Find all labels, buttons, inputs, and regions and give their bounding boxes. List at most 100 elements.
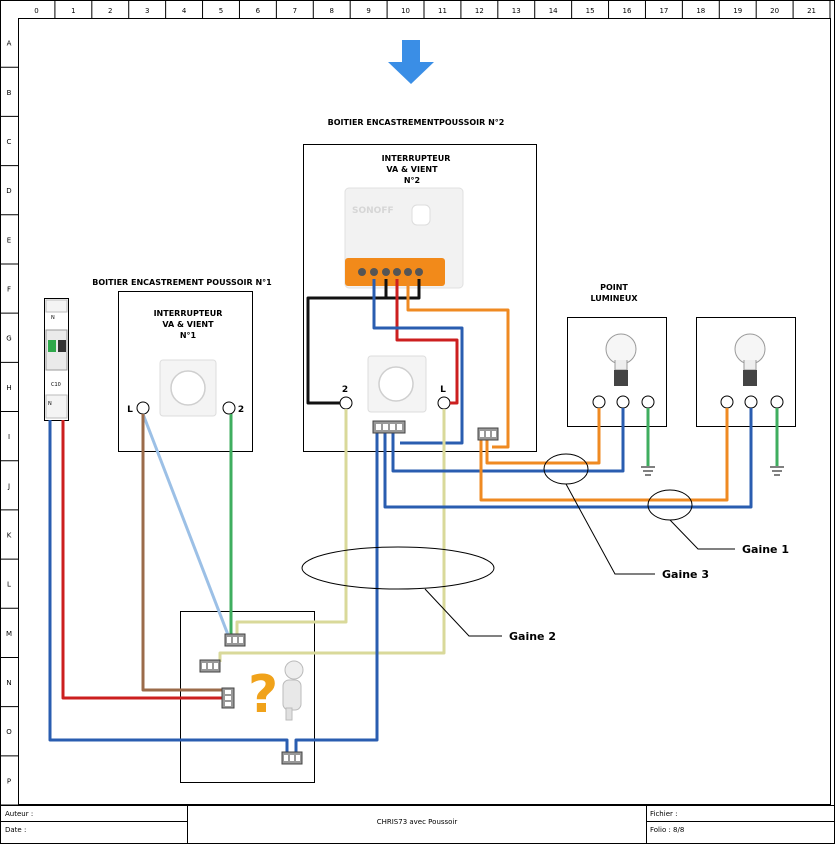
- sonoff-brand-text: SONOFF: [352, 206, 394, 216]
- column-label: 15: [586, 7, 595, 15]
- column-label: 12: [475, 7, 484, 15]
- column-label: 17: [659, 7, 668, 15]
- column-label: 1: [71, 7, 75, 15]
- gaine1-label: Gaine 1: [742, 543, 789, 556]
- row-label: P: [7, 777, 11, 785]
- earth-2-icon: [770, 466, 784, 476]
- column-label: 13: [512, 7, 521, 15]
- terminal-block-jb-3-icon: [221, 687, 235, 709]
- light2-terminal-a: [720, 395, 734, 409]
- box1-frame: [118, 291, 253, 452]
- box2-terminal-2: [339, 396, 353, 410]
- box2-frame: [303, 144, 537, 452]
- title-block: Auteur : Date : CHRIS73 avec Poussoir Fi…: [0, 805, 835, 844]
- row-label: B: [7, 89, 12, 97]
- light-box-2: [696, 317, 796, 427]
- light1-terminal-a: [592, 395, 606, 409]
- box2-terminal-l: [437, 396, 451, 410]
- column-label: 9: [366, 7, 370, 15]
- footer-file: Fichier :: [650, 810, 677, 818]
- terminal-block-jb-4-icon: [281, 751, 303, 765]
- box1-title: BOITIER ENCASTREMENT POUSSOIR N°1: [92, 278, 272, 287]
- box1-terminal-2: [222, 401, 236, 415]
- column-label: 7: [293, 7, 297, 15]
- gaine2-leader: [424, 588, 502, 637]
- row-label: O: [6, 728, 12, 736]
- light2-terminal-b: [744, 395, 758, 409]
- footer-author: Auteur :: [5, 810, 33, 818]
- column-label: 4: [182, 7, 187, 15]
- gaine3-label: Gaine 3: [662, 568, 709, 581]
- column-label: 18: [696, 7, 705, 15]
- box2-terminal-l-label: L: [440, 385, 446, 395]
- row-label: E: [7, 236, 11, 244]
- terminal-block-jb-2-icon: [199, 659, 221, 673]
- column-label: 20: [770, 7, 779, 15]
- column-label: 3: [145, 7, 149, 15]
- column-label: 21: [807, 7, 816, 15]
- breaker-rating: C10: [51, 382, 61, 388]
- column-label: 8: [329, 7, 333, 15]
- row-label: J: [7, 482, 10, 490]
- box2-title: BOITIER ENCASTREMENTPOUSSOIR N°2: [328, 118, 505, 127]
- row-label: G: [6, 335, 11, 343]
- box2-terminal-2-label: 2: [342, 385, 348, 395]
- footer-title: CHRIS73 avec Poussoir: [377, 818, 458, 826]
- pushbutton-1-icon: [159, 359, 217, 417]
- box1-terminal-l: [136, 401, 150, 415]
- light-label-line1: POINT: [600, 283, 628, 292]
- light2-terminal-earth: [770, 395, 784, 409]
- row-label: C: [7, 138, 12, 146]
- column-label: 6: [256, 7, 261, 15]
- light1-terminal-earth: [641, 395, 655, 409]
- column-label: 0: [34, 7, 38, 15]
- gaine3-leader: [565, 483, 655, 575]
- breaker-top-label: N: [51, 315, 55, 321]
- box2-label-line1: INTERRUPTEUR: [382, 154, 451, 163]
- gaine2-label: Gaine 2: [509, 630, 556, 643]
- row-label: L: [7, 581, 11, 589]
- column-label: 10: [401, 7, 410, 15]
- sonoff-module-icon: SONOFF: [344, 187, 464, 289]
- row-label: A: [7, 40, 12, 48]
- column-label: 5: [219, 7, 223, 15]
- footer-date: Date :: [5, 826, 26, 834]
- box2-label-line3: N°2: [404, 176, 420, 185]
- circuit-breaker: N C10 N: [44, 298, 69, 421]
- gaine1-leader: [669, 519, 735, 550]
- box1-label-line1: INTERRUPTEUR: [154, 309, 223, 318]
- column-label: 19: [733, 7, 742, 15]
- question-mark-icon: ?: [248, 660, 304, 725]
- row-label: I: [8, 433, 10, 441]
- row-label: F: [7, 286, 11, 294]
- box1-terminal-l-label: L: [127, 405, 133, 415]
- box1-label-line2: VA & VIENT: [162, 320, 214, 329]
- row-label: N: [6, 679, 11, 687]
- bulb-2-icon: [734, 333, 766, 386]
- column-label: 14: [549, 7, 558, 15]
- drawing-border: [18, 18, 831, 805]
- earth-1-icon: [641, 466, 655, 476]
- box1-label-line3: N°1: [180, 331, 197, 340]
- bulb-1-icon: [605, 333, 637, 386]
- breaker-bottom-label: N: [48, 401, 52, 407]
- light-label-line2: LUMINEUX: [590, 294, 638, 303]
- column-label: 11: [438, 7, 447, 15]
- footer-folio: Folio : 8/8: [650, 826, 684, 834]
- wires: [48, 279, 779, 752]
- terminal-block-jb-1-icon: [224, 633, 246, 647]
- gaine2-ellipse: [301, 546, 495, 590]
- light1-terminal-b: [616, 395, 630, 409]
- terminal-block-box2-a-icon: [372, 420, 406, 434]
- svg-text:?: ?: [248, 665, 278, 725]
- arrow-down-icon: [388, 40, 434, 84]
- box1-terminal-2-label: 2: [238, 405, 244, 415]
- row-label: M: [6, 630, 12, 638]
- column-label: 2: [108, 7, 112, 15]
- column-label: 16: [623, 7, 632, 15]
